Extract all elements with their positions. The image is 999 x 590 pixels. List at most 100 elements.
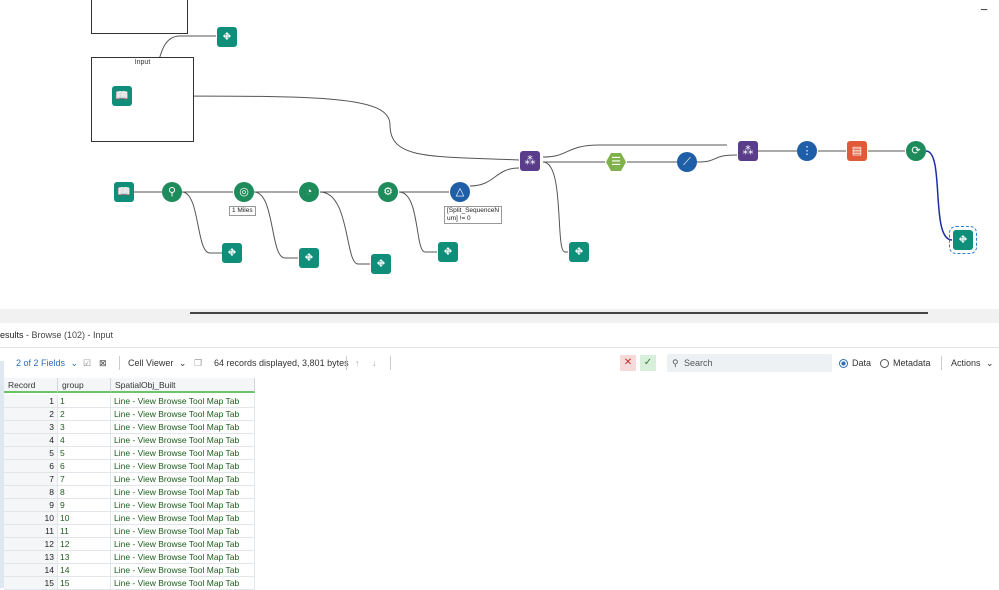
results-panel: esults - Browse (102) - Input 2 of 2 Fie…	[0, 323, 999, 590]
browse-tool-top[interactable]: ⛖	[217, 27, 237, 47]
column-header-record[interactable]: Record	[4, 378, 58, 393]
spatial-cell[interactable]: Line - View Browse Tool Map Tab	[111, 564, 255, 577]
group-cell[interactable]: 4	[58, 434, 111, 447]
union-tool[interactable]: ⁂	[520, 151, 540, 171]
spatial-cell[interactable]: Line - View Browse Tool Map Tab	[111, 486, 255, 499]
group-cell[interactable]: 3	[58, 421, 111, 434]
browse-tool-4[interactable]: ⛖	[438, 242, 458, 262]
separator	[941, 356, 942, 370]
spatial-cell[interactable]: Line - View Browse Tool Map Tab	[111, 551, 255, 564]
group-cell[interactable]: 8	[58, 486, 111, 499]
spatial-cell[interactable]: Line - View Browse Tool Map Tab	[111, 447, 255, 460]
record-cell: 13	[4, 551, 58, 564]
table-icon: ▤	[851, 144, 863, 157]
binoculars-icon: ⛖	[958, 233, 968, 246]
join-icon: ⁂	[524, 154, 536, 167]
workflow-canvas[interactable]: Input ⛖ 📖 📖 ⚲ ◎ 1 Miles ◔ ⚙ △ [Split_Seq…	[0, 0, 999, 309]
close-box-icon[interactable]: ⊠	[99, 358, 107, 368]
spatial-cell[interactable]: Line - View Browse Tool Map Tab	[111, 421, 255, 434]
search-input[interactable]: ⚲ Search	[667, 354, 832, 372]
cell-viewer-selector[interactable]: Cell Viewer ⌄	[128, 348, 186, 378]
group-cell[interactable]: 15	[58, 577, 111, 590]
radio-selected-icon	[839, 359, 848, 368]
summarize-tool[interactable]: ☰	[606, 153, 626, 171]
results-title-suffix: - Browse (102) - Input	[23, 330, 114, 340]
metadata-radio[interactable]: Metadata	[880, 348, 931, 378]
spatial-tool-2[interactable]: ⚙	[378, 182, 398, 202]
arrow-down-icon[interactable]: ↓	[372, 358, 377, 368]
column-header-group[interactable]: group	[58, 378, 111, 393]
sequence-tool[interactable]: ⟳	[906, 141, 926, 161]
fields-label: 2 of 2 Fields	[16, 358, 66, 368]
group-cell[interactable]: 7	[58, 473, 111, 486]
spatial-cell[interactable]: Line - View Browse Tool Map Tab	[111, 473, 255, 486]
data-radio[interactable]: Data	[839, 348, 871, 378]
spatial-cell[interactable]: Line - View Browse Tool Map Tab	[111, 408, 255, 421]
results-toolbar: 2 of 2 Fields ⌄ ☑ ⊠ Cell Viewer ⌄ ❐ 64 r…	[0, 348, 999, 378]
group-cell[interactable]: 11	[58, 525, 111, 538]
container-top[interactable]	[91, 0, 188, 34]
search-icon: ⚲	[672, 358, 679, 368]
group-cell[interactable]: 2	[58, 408, 111, 421]
edit-icon[interactable]: ☑	[83, 358, 92, 368]
column-header-spatialobj[interactable]: SpatialObj_Built	[111, 378, 255, 393]
filter-tool[interactable]: △	[450, 182, 470, 202]
apply-button[interactable]: ✓	[640, 355, 656, 371]
chevron-down-icon: ⌄	[986, 358, 994, 368]
network-icon: ⁂	[742, 144, 754, 157]
group-cell[interactable]: 5	[58, 447, 111, 460]
poly-build-tool[interactable]: ⟋	[677, 152, 697, 172]
group-cell[interactable]: 14	[58, 564, 111, 577]
map-pin-icon: ⚲	[167, 185, 177, 198]
create-points-tool[interactable]: ⚲	[162, 182, 182, 202]
record-cell: 12	[4, 538, 58, 551]
spatial-cell[interactable]: Line - View Browse Tool Map Tab	[111, 512, 255, 525]
record-cell: 6	[4, 460, 58, 473]
minimize-button[interactable]: −	[980, 2, 988, 17]
spatial-cell[interactable]: Line - View Browse Tool Map Tab	[111, 395, 255, 408]
radio-unselected-icon	[880, 359, 889, 368]
input-tool-main[interactable]: 📖	[114, 182, 134, 202]
results-title-prefix: esults	[0, 330, 24, 340]
record-cell: 11	[4, 525, 58, 538]
binoculars-icon: ⛖	[574, 245, 584, 258]
spatial-cell[interactable]: Line - View Browse Tool Map Tab	[111, 499, 255, 512]
group-cell[interactable]: 6	[58, 460, 111, 473]
spatial-cell[interactable]: Line - View Browse Tool Map Tab	[111, 538, 255, 551]
actions-menu[interactable]: Actions ⌄	[951, 348, 994, 378]
spatial-cell[interactable]: Line - View Browse Tool Map Tab	[111, 460, 255, 473]
spatial-cell[interactable]: Line - View Browse Tool Map Tab	[111, 434, 255, 447]
clear-button[interactable]: ✕	[620, 355, 636, 371]
book-icon: 📖	[115, 89, 129, 102]
browse-tool-3[interactable]: ⛖	[371, 254, 391, 274]
browse-tool-5[interactable]: ⛖	[569, 242, 589, 262]
table-tool[interactable]: ▤	[847, 141, 867, 161]
spatial-tool-1[interactable]: ◔	[299, 182, 319, 202]
gear-icon: ⚙	[383, 185, 393, 198]
group-cell[interactable]: 12	[58, 538, 111, 551]
record-cell: 8	[4, 486, 58, 499]
fields-selector[interactable]: 2 of 2 Fields ⌄	[16, 348, 78, 378]
binoculars-icon: ⛖	[376, 257, 386, 270]
browse-tool-1[interactable]: ⛖	[222, 243, 242, 263]
cell-viewer-label: Cell Viewer	[128, 358, 174, 368]
buffer-tool[interactable]: ◎	[234, 182, 254, 202]
horizontal-scrollbar[interactable]	[190, 312, 928, 314]
spatial-cell[interactable]: Line - View Browse Tool Map Tab	[111, 525, 255, 538]
browse-tool-2[interactable]: ⛖	[299, 248, 319, 268]
spatial-cell[interactable]: Line - View Browse Tool Map Tab	[111, 577, 255, 590]
container-input[interactable]: Input	[91, 57, 194, 142]
multi-field-tool[interactable]: ⁂	[738, 141, 758, 161]
record-cell: 9	[4, 499, 58, 512]
group-cell[interactable]: 10	[58, 512, 111, 525]
group-cell[interactable]: 1	[58, 395, 111, 408]
group-cell[interactable]: 13	[58, 551, 111, 564]
group-cell[interactable]: 9	[58, 499, 111, 512]
browse-tool-selected[interactable]: ⛖	[949, 226, 977, 254]
transform-tool[interactable]: ⋮	[797, 141, 817, 161]
input-tool-container[interactable]: 📖	[112, 86, 132, 106]
arrow-up-icon[interactable]: ↑	[355, 358, 360, 368]
buffer-annotation: 1 Miles	[229, 206, 256, 216]
note-icon[interactable]: ❐	[194, 358, 203, 368]
dots-icon: ⋮	[801, 144, 813, 157]
